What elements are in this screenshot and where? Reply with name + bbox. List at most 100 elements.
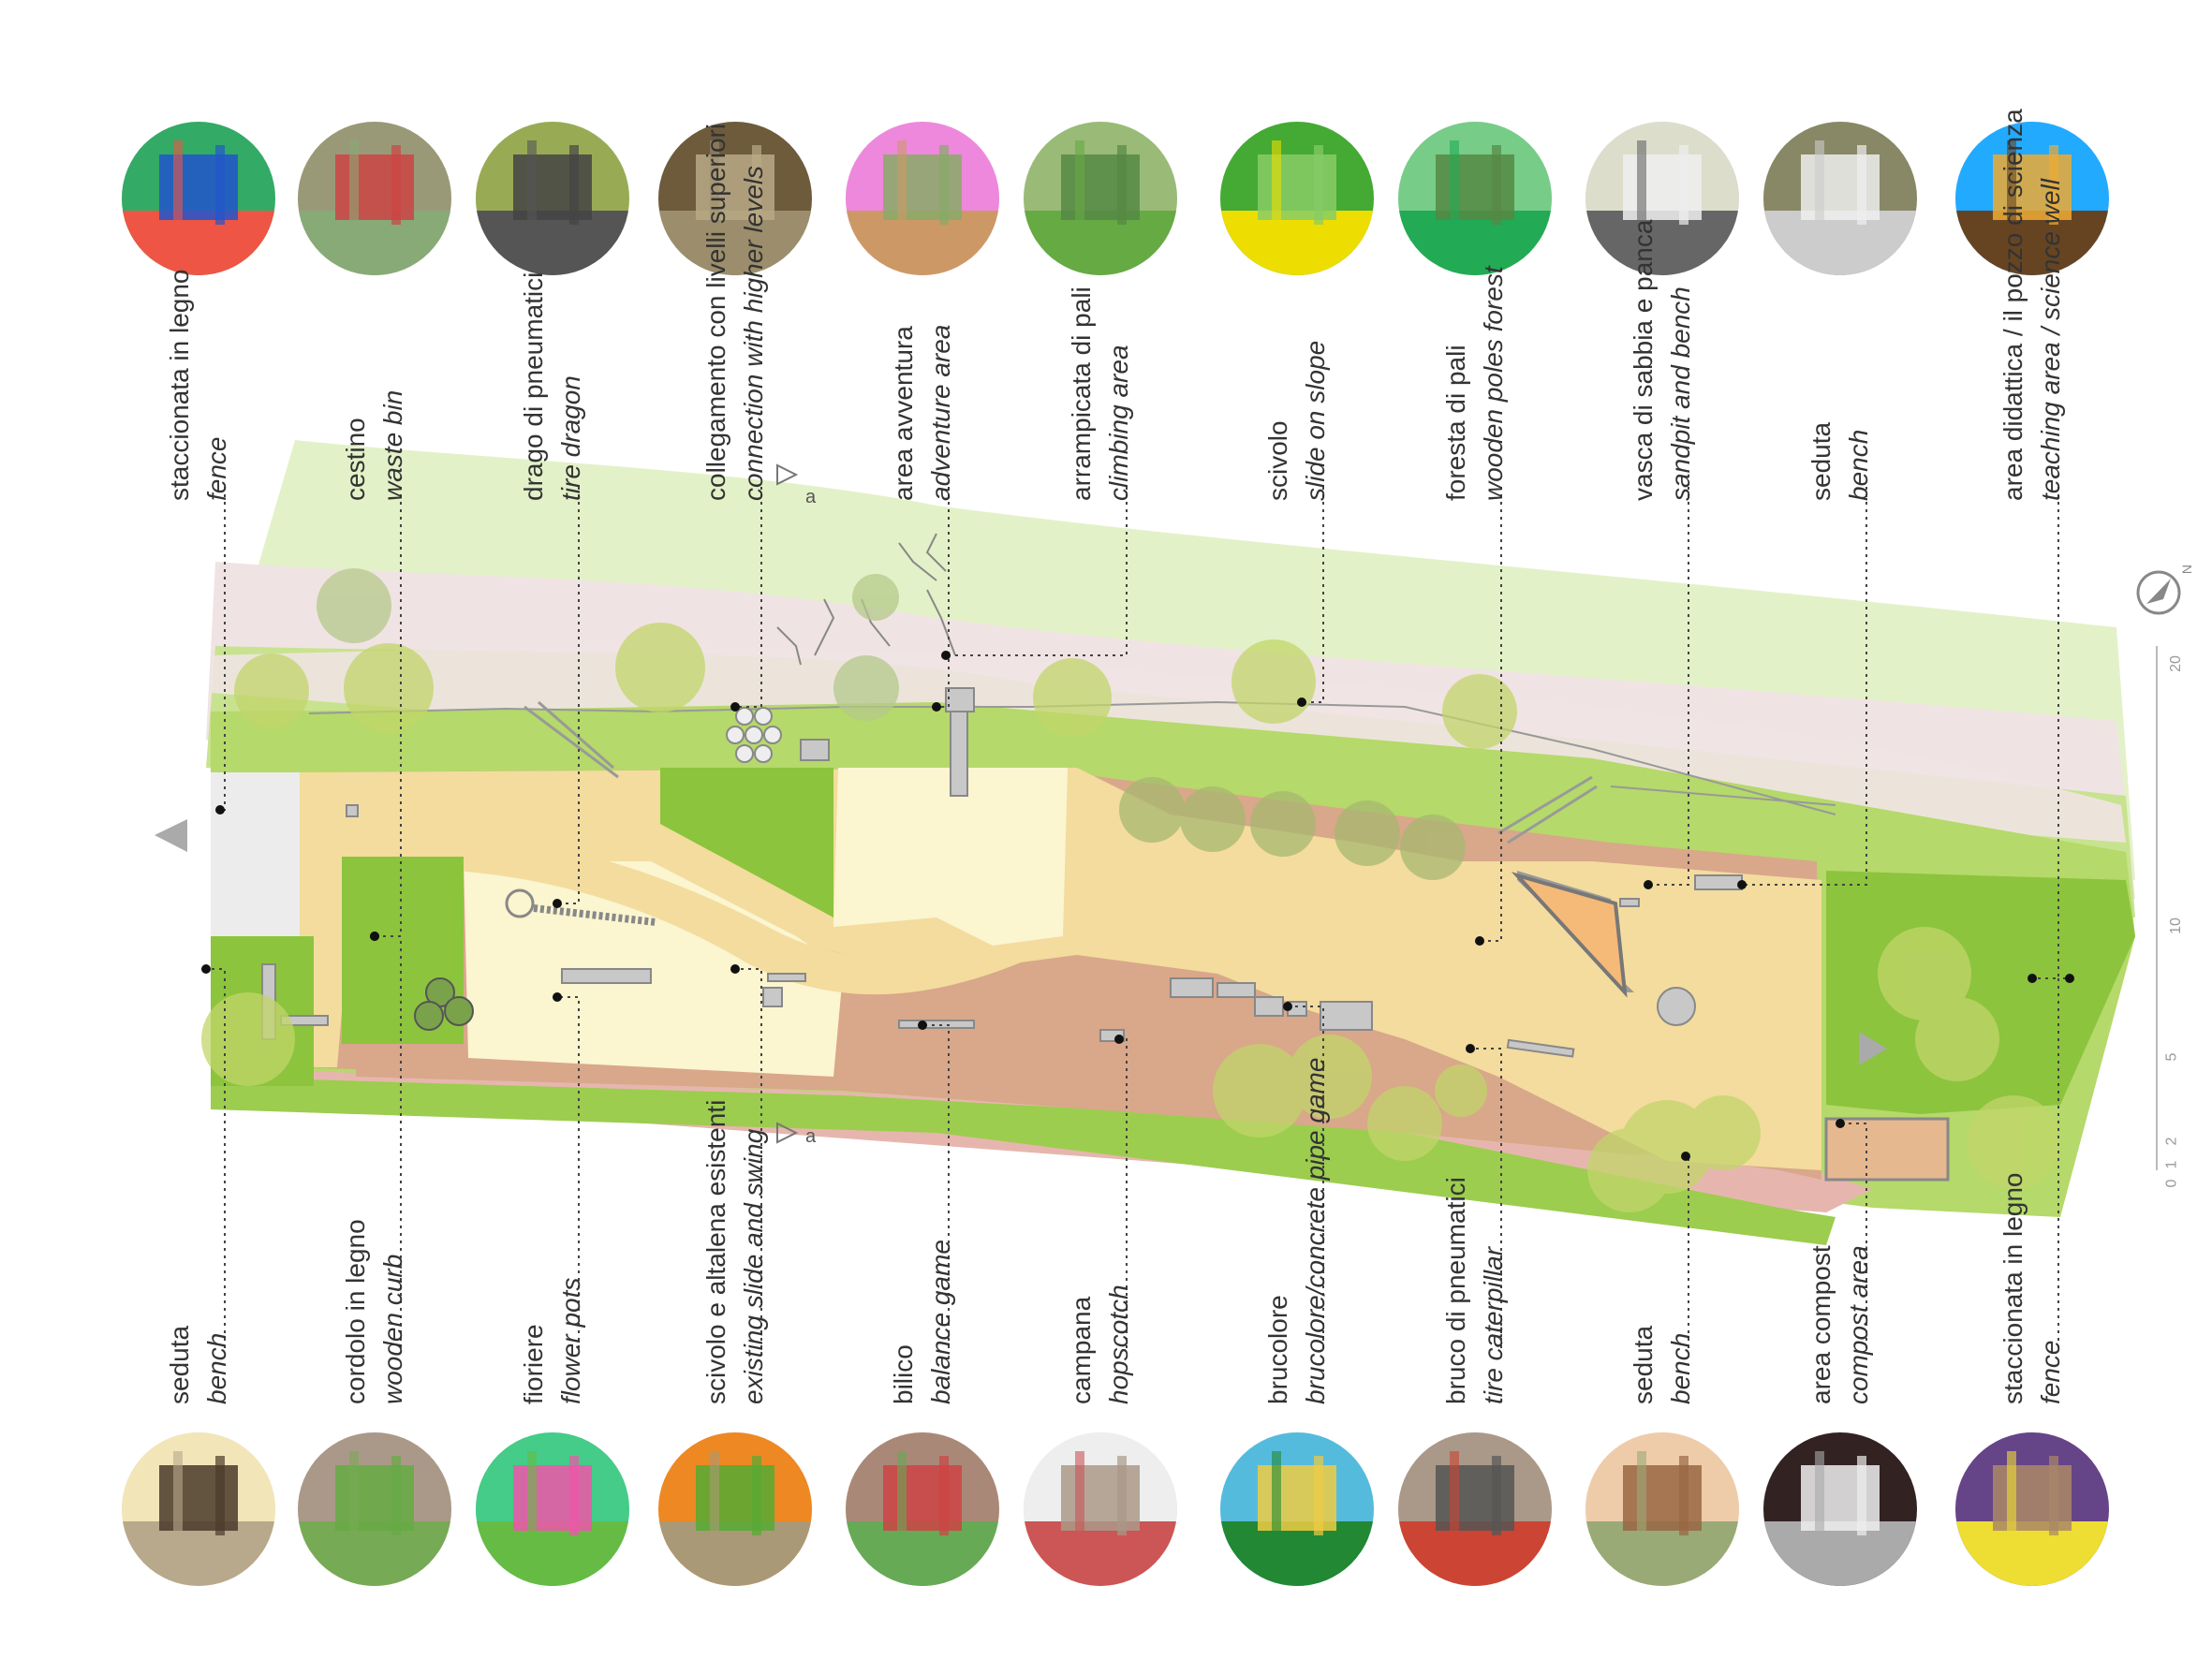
grass-pocket-upper <box>660 768 833 918</box>
section-marker-bottom-label: a <box>805 1126 817 1147</box>
label-italian: cestino <box>341 418 370 501</box>
leader-dot <box>201 964 211 974</box>
leader-dot <box>730 702 740 712</box>
picket-fence-photo <box>1955 1432 2109 1586</box>
flower-pots <box>414 977 474 1031</box>
leader-dot <box>370 932 379 941</box>
top-label-9: seduta bench <box>1803 422 1878 501</box>
wooden-bench-photo <box>1585 1432 1739 1586</box>
bench-photo <box>1763 122 1917 275</box>
section-marker-bottom-icon <box>776 1122 799 1144</box>
entrance-arrow-right-icon <box>1859 1032 1887 1065</box>
label-italian: campana <box>1067 1296 1096 1404</box>
label-italian: vasca di sabbia e panca <box>1629 219 1658 501</box>
north-arrow-icon <box>2136 570 2181 615</box>
seesaw-photo <box>846 1432 999 1586</box>
compost-photo <box>1763 1432 1917 1586</box>
label-italian: seduta <box>1806 421 1836 501</box>
leader-line <box>1480 487 1502 942</box>
label-english: adventure area <box>926 324 955 501</box>
leader-line <box>922 1024 950 1348</box>
label-italian: arrampicata di pali <box>1067 286 1096 501</box>
leader-dot <box>1836 1119 1845 1128</box>
leader-dot <box>918 1020 927 1030</box>
label-english: bench <box>202 1332 231 1404</box>
label-italian: seduta <box>165 1325 194 1404</box>
label-english: existing slide and swing <box>739 1128 768 1404</box>
upper-fence <box>308 700 1836 815</box>
adventure-circles <box>726 707 782 763</box>
leader-dot <box>1283 1002 1292 1011</box>
label-english: wooden poles forest <box>1479 266 1508 501</box>
leader-line <box>206 968 226 1348</box>
scale-tick-10: 10 <box>2167 918 2184 934</box>
bench-photo <box>122 1432 275 1586</box>
label-english: connection with higher levels <box>739 166 768 501</box>
sandpit-fill <box>1511 872 1628 998</box>
label-english: waste bin <box>378 389 407 501</box>
hopscotch-photo <box>1024 1432 1177 1586</box>
leader-dot <box>553 992 562 1002</box>
leader-dot <box>1681 1152 1690 1161</box>
label-english: hopscotch <box>1104 1285 1133 1404</box>
bottom-label-9: area compost compost area <box>1803 1245 1878 1404</box>
label-italian: cordolo in legno <box>341 1219 370 1404</box>
yellow-slide-photo <box>1220 122 1374 275</box>
label-italian: drago di pneumatici <box>519 272 548 501</box>
leader-dot <box>215 805 225 815</box>
label-italian: scivolo <box>1263 420 1292 501</box>
scale-tick-5: 5 <box>2163 1052 2180 1062</box>
label-italian: area avventura <box>889 326 918 501</box>
top-label-1: cestino waste bin <box>337 390 412 501</box>
top-label-0: staccionata in legno fence <box>161 269 236 501</box>
bottom-label-0: seduta bench <box>161 1326 236 1404</box>
label-italian: foresta di pali <box>1441 345 1470 501</box>
top-label-4: area avventura adventure area <box>885 325 960 501</box>
leader-dot <box>941 651 951 660</box>
leader-line <box>1648 487 1689 886</box>
label-english: brucolore/concrete pipe game <box>1301 1057 1330 1404</box>
sandpit-photo <box>1585 122 1739 275</box>
leader-line <box>1742 487 1867 886</box>
slide-swing-photo <box>658 1432 812 1586</box>
bottom-label-6: brucolore brucolore/concrete pipe game <box>1260 1058 1335 1404</box>
label-italian: brucolore <box>1263 1295 1292 1404</box>
label-italian: area compost <box>1806 1245 1836 1404</box>
leader-line <box>735 487 762 708</box>
climbing-nodes <box>776 533 956 666</box>
leader-dot <box>2028 974 2037 983</box>
label-english: teaching area / science well <box>2036 179 2065 501</box>
leader-dot <box>932 702 941 712</box>
concrete-pipe-photo <box>1220 1432 1374 1586</box>
label-italian: staccionata in legno <box>165 269 194 501</box>
upper-sand-rect <box>833 768 1068 946</box>
wooden-steps-photo <box>658 122 812 275</box>
sand-area <box>464 861 843 1077</box>
tire-dragon-photo <box>476 122 629 275</box>
science-well-photo <box>1955 122 2109 275</box>
label-english: fence <box>202 436 231 502</box>
leader-dot <box>1737 880 1747 889</box>
leader-line <box>1470 1048 1502 1348</box>
tire-caterpillar-photo <box>1398 1432 1552 1586</box>
label-english: flower pots <box>556 1277 585 1404</box>
label-italian: seduta <box>1629 1325 1658 1404</box>
leader-line <box>1840 1123 1867 1348</box>
tire-climb-photo <box>846 122 999 275</box>
leader-lines <box>206 487 2070 1348</box>
section-marker-top-label: a <box>805 487 817 507</box>
flower-pots-photo <box>476 1432 629 1586</box>
label-english: compost area <box>1844 1245 1873 1404</box>
tire-dragon <box>505 888 656 926</box>
poles-forest-photo <box>1398 122 1552 275</box>
scale-tick-1: 1 <box>2163 1160 2180 1169</box>
label-italian: scivolo e altalena esistenti <box>701 1099 730 1404</box>
label-english: bench <box>1844 429 1873 501</box>
